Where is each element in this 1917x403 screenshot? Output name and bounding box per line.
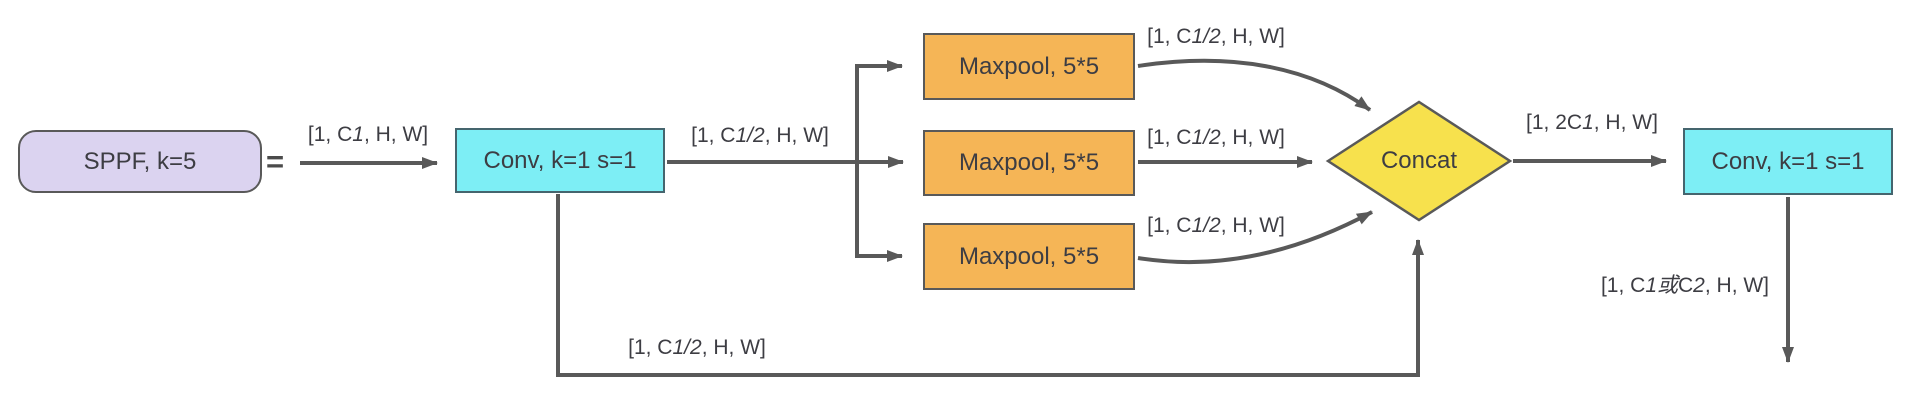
conv2-node-label: Conv, k=1 s=1 (1711, 147, 1865, 175)
tensor-label-maxpool3-out: [1, C1/2, H, W] (1147, 214, 1285, 237)
arrow-branch-to-maxpool1 (855, 60, 903, 162)
tensor-label-concat-out: [1, 2C1, H, W] (1526, 111, 1658, 134)
maxpool2-node-label: Maxpool, 5*5 (958, 149, 1100, 176)
sppf-node-label: SPPF, k=5 (83, 147, 197, 175)
conv1-node-label: Conv, k=1 s=1 (483, 146, 637, 174)
concat-node-label: Concat (1380, 147, 1458, 174)
tensor-label-maxpool1-out: [1, C1/2, H, W] (1147, 25, 1285, 48)
equals-sign: = (266, 144, 285, 179)
conv1-node: Conv, k=1 s=1 (455, 128, 665, 193)
arrow-maxpool1-to-concat (1137, 58, 1372, 112)
arrow-maxpool3-to-concat (1137, 210, 1373, 265)
maxpool2-node: Maxpool, 5*5 (923, 130, 1135, 196)
arrow-bypass-conv1-to-concat (556, 194, 1424, 377)
concat-diamond (1325, 100, 1513, 222)
tensor-label-input: [1, C1, H, W] (307, 123, 429, 146)
tensor-label-maxpool2-out: [1, C1/2, H, W] (1147, 126, 1285, 149)
maxpool1-node-label: Maxpool, 5*5 (958, 52, 1100, 80)
maxpool3-node: Maxpool, 5*5 (923, 223, 1135, 290)
arrow-branch-to-maxpool3 (855, 162, 903, 262)
tensor-label-after-conv1: [1, C1/2, H, W] (691, 124, 829, 147)
sppf-node: SPPF, k=5 (18, 130, 262, 193)
maxpool1-node: Maxpool, 5*5 (923, 33, 1135, 100)
tensor-label-bypass: [1, C1/2, H, W] (628, 336, 766, 359)
conv2-node: Conv, k=1 s=1 (1683, 128, 1893, 195)
tensor-label-final-out: [1, C1或C2, H, W] (1600, 274, 1770, 297)
maxpool3-node-label: Maxpool, 5*5 (958, 242, 1100, 270)
